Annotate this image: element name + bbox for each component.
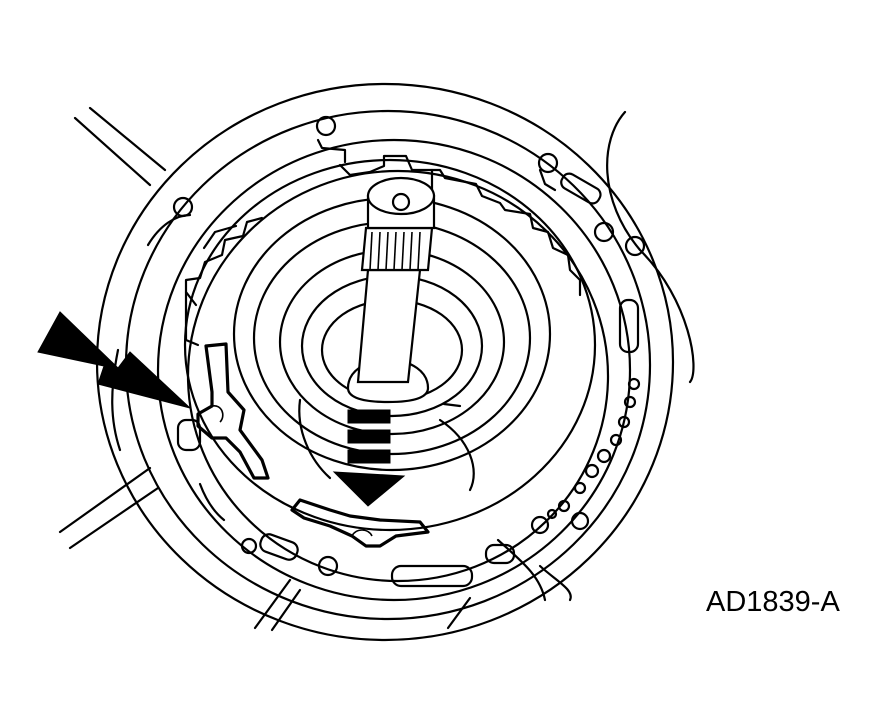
input-shaft	[346, 176, 436, 404]
fluid-passages	[146, 172, 640, 588]
clutch-drum	[183, 138, 597, 532]
figure-id-label: AD1839-A	[706, 586, 840, 618]
arrow-down-indicator	[332, 409, 406, 507]
thrust-washer-bottom	[290, 498, 430, 548]
thrust-washer-left	[196, 342, 270, 480]
arrow-left-indicator	[37, 311, 191, 409]
